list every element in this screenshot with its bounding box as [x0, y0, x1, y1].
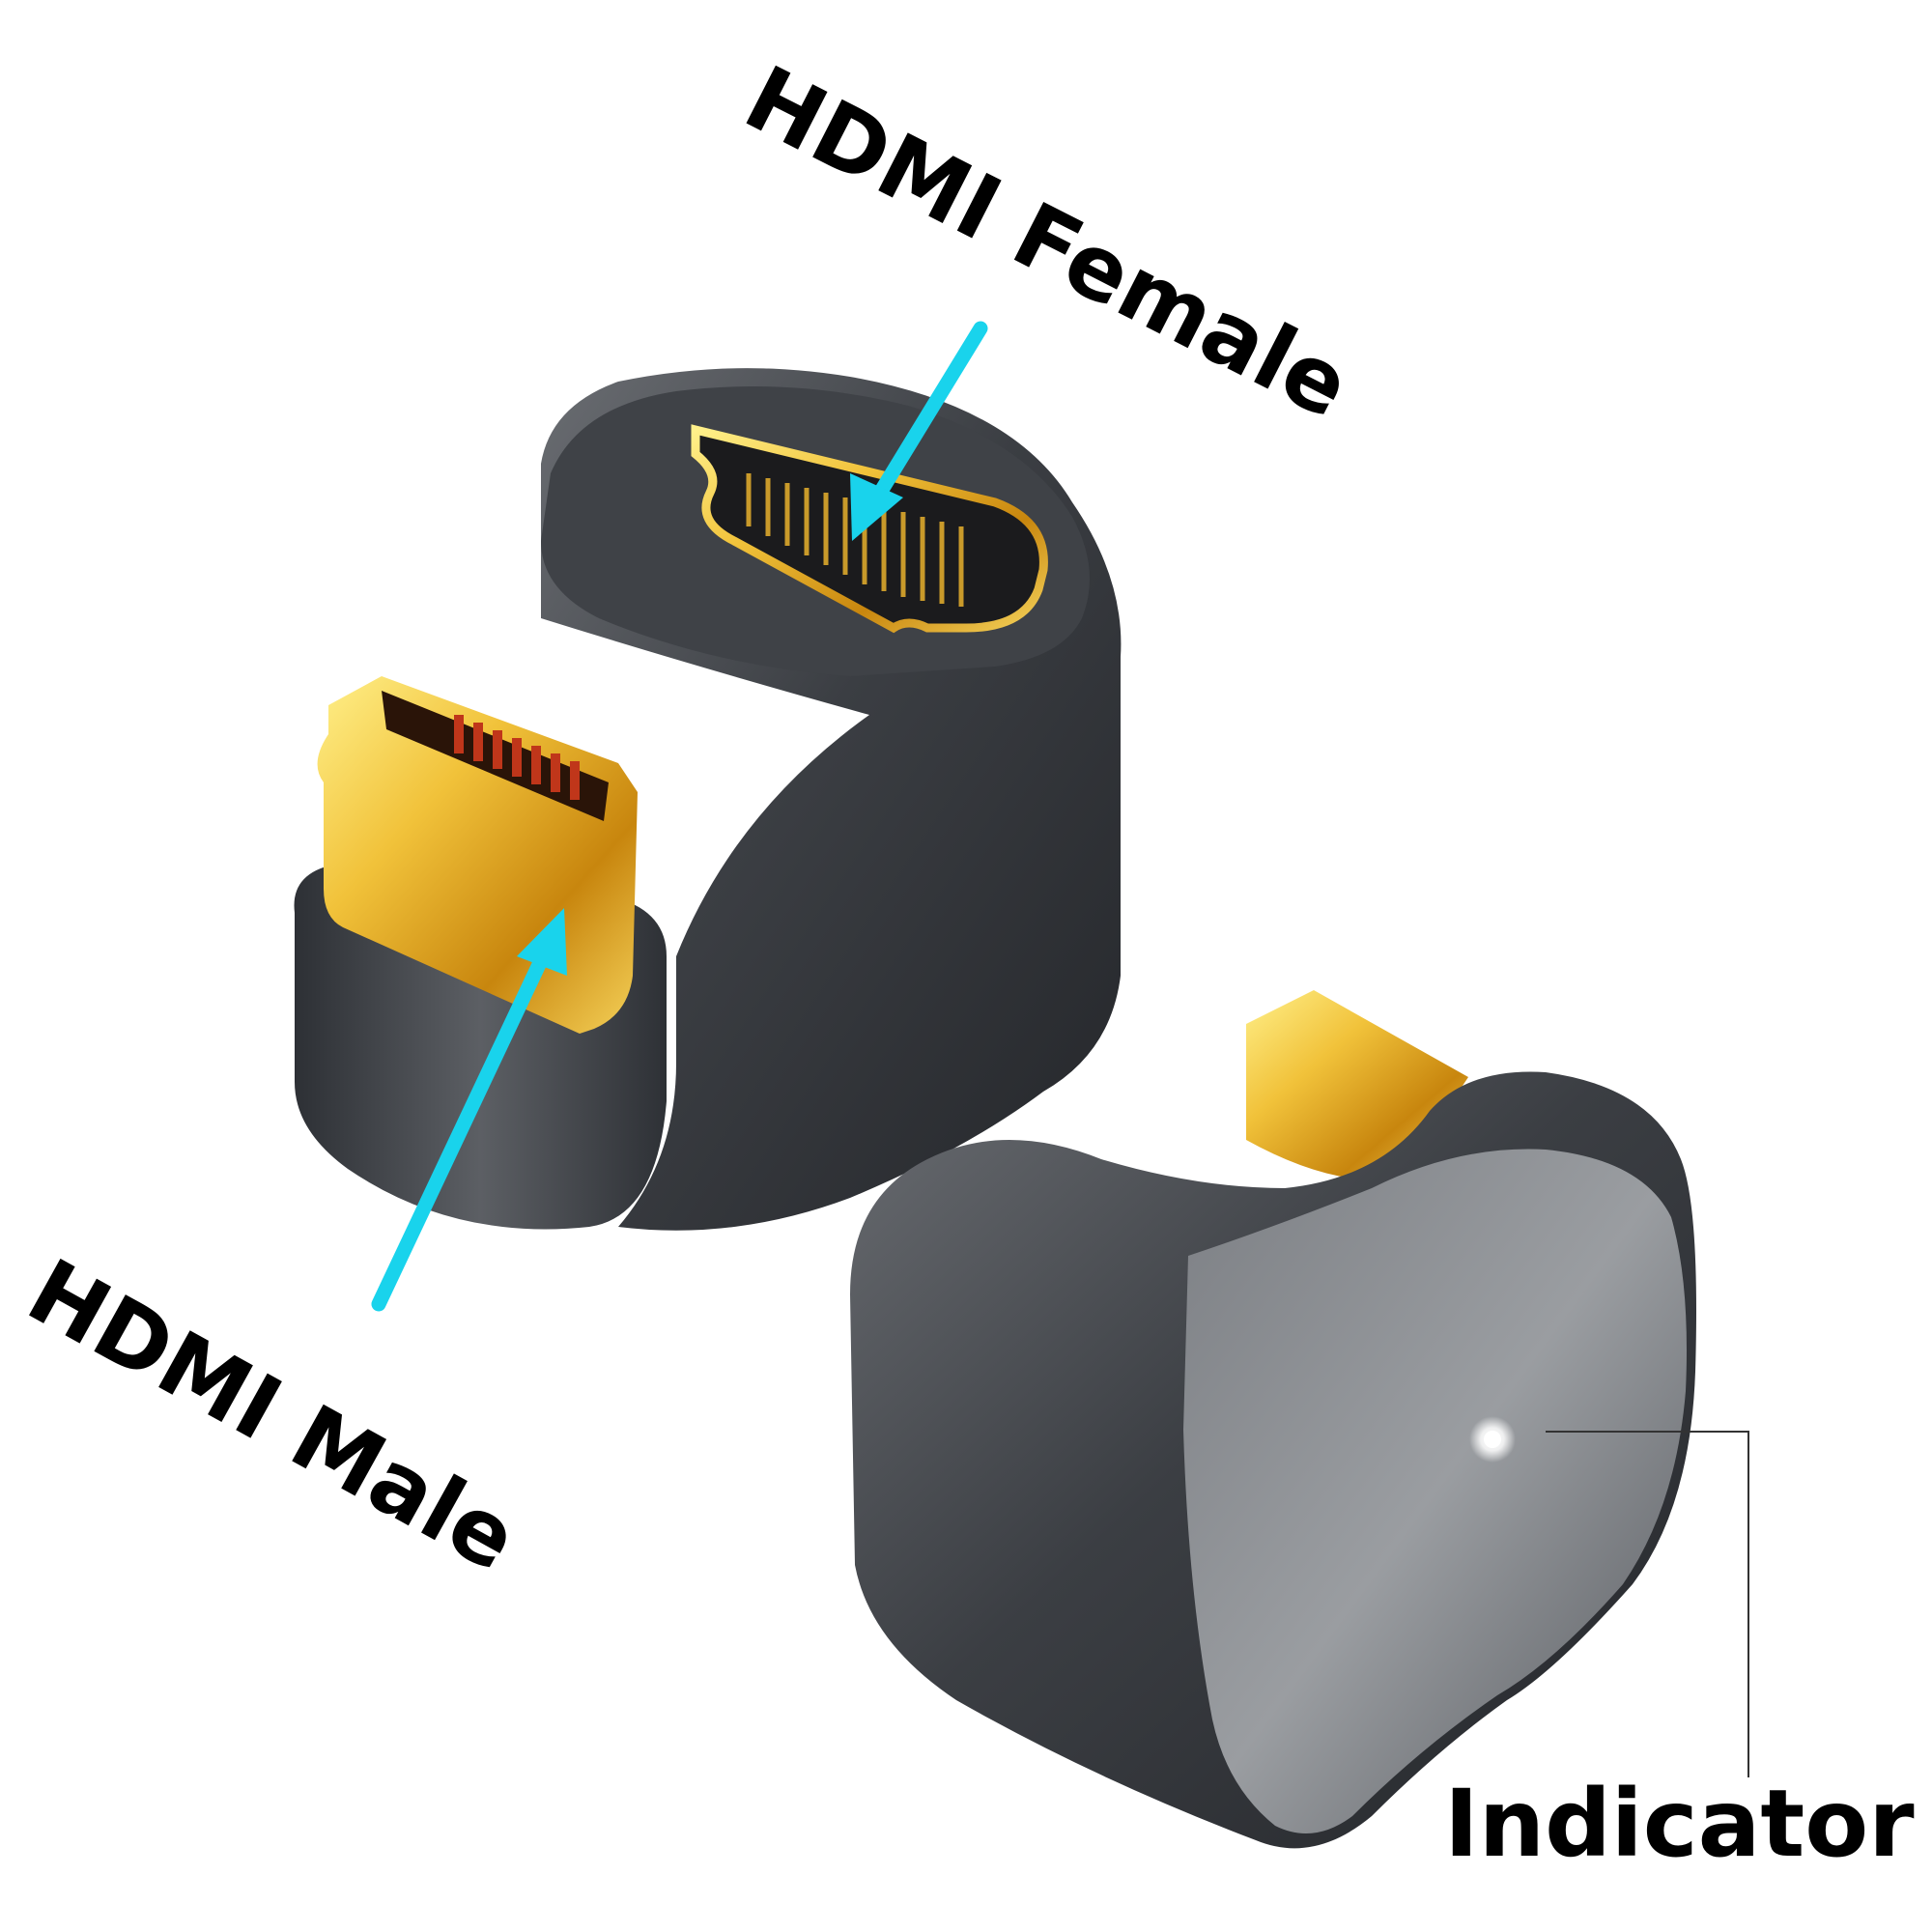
female-arrow-icon: [850, 321, 988, 541]
adapter-back-face: [1183, 1149, 1687, 1833]
female-port: [691, 424, 1048, 634]
adapter-front: [294, 368, 1122, 1231]
male-arrow-icon: [371, 908, 567, 1312]
female-pins: [746, 473, 964, 607]
adapter-back: [850, 990, 1696, 1849]
male-plug-pins: [454, 715, 580, 800]
indicator-leader-line: [1546, 1431, 1749, 1777]
indicator-led-core: [1484, 1431, 1501, 1448]
indicator-label: Indicator: [1444, 1770, 1915, 1878]
